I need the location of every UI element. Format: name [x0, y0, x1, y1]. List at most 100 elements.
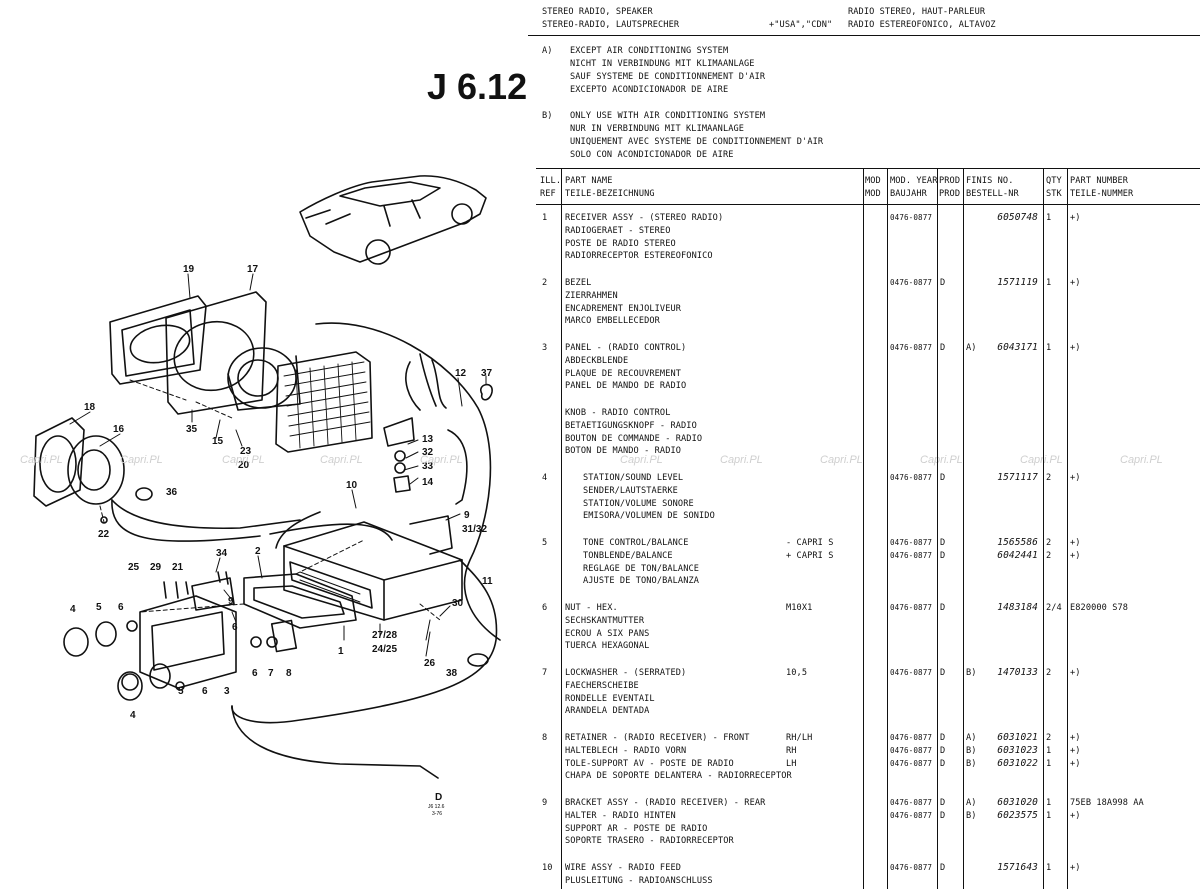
header-part-number: PART NUMBER	[1070, 176, 1129, 186]
table-top-rule	[536, 168, 1200, 169]
watermark: Capri.PL	[420, 454, 463, 466]
callout-label: 5	[96, 602, 102, 613]
watermark: Capri.PL	[320, 454, 363, 466]
part-name: STATION/SOUND LEVEL	[583, 473, 684, 483]
column-divider	[963, 168, 964, 889]
callout-label: 7	[268, 668, 274, 679]
callout-label: 24/25	[372, 644, 397, 655]
table-header-rule	[536, 204, 1200, 205]
callout-label: 38	[446, 668, 458, 679]
cell-qty: 1	[1046, 810, 1052, 821]
note-line: NUR IN VERBINDUNG MIT KLIMAANLAGE	[570, 124, 745, 134]
header-rule	[528, 35, 1200, 36]
note-key: B)	[542, 111, 553, 121]
cell-prod: D	[940, 733, 946, 743]
cell-qty: 1	[1046, 798, 1052, 808]
header-mod: MOD	[865, 176, 881, 186]
cell-qty: 1	[1046, 213, 1052, 223]
exploded-view-illustration: 19 17 12 37 18 16 35 15 23 20 13 32 33 1…	[20, 175, 501, 817]
cell-finis: 6042441	[997, 549, 1038, 561]
note-key: A)	[542, 46, 553, 56]
cell-year: 0476-0877	[890, 863, 933, 872]
note-line: EXCEPT AIR CONDITIONING SYSTEM	[570, 46, 729, 56]
cell-qty: 2	[1046, 538, 1052, 548]
cell-note: A)	[966, 798, 977, 808]
callout-label: 9	[464, 510, 470, 521]
cell-pn: +)	[1070, 538, 1081, 548]
part-name: BOTON DE MANDO - RADIO	[565, 446, 682, 457]
watermark: Capri.PL	[20, 454, 63, 466]
cell-prod: D	[940, 278, 946, 288]
cell-finis: 1483184	[997, 602, 1038, 613]
cell-finis: 1571643	[997, 862, 1038, 873]
cell-year: 0476-0877	[890, 733, 933, 742]
cell-pn: +)	[1070, 758, 1081, 769]
part-name: NUT - HEX.	[565, 603, 618, 613]
footnote-letter: D	[435, 792, 442, 803]
callout-label: 34	[216, 548, 228, 559]
header-market: +"USA","CDN"	[769, 20, 833, 30]
row-ref: 7	[542, 668, 548, 678]
cell-note: B)	[966, 758, 977, 769]
cell-note: B)	[966, 745, 977, 756]
cell-mod: + CAPRI S	[786, 550, 834, 561]
cell-year: 0476-0877	[890, 550, 933, 560]
callout-label: 17	[247, 264, 259, 275]
header-ref: REF	[540, 189, 556, 199]
callout-label: 18	[84, 402, 96, 413]
callout-label: 21	[172, 562, 184, 573]
header-title-en: STEREO RADIO, SPEAKER	[542, 7, 653, 17]
part-name: PANEL DE MANDO DE RADIO	[565, 381, 687, 392]
callout-label: 26	[424, 658, 436, 669]
cell-prod: D	[940, 745, 946, 756]
callout-label: 2	[255, 546, 261, 557]
part-name: PANEL - (RADIO CONTROL)	[565, 343, 687, 353]
column-divider	[1067, 168, 1068, 889]
part-name: HALTEBLECH - RADIO VORN	[565, 745, 687, 756]
part-name: MARCO EMBELLECEDOR	[565, 316, 660, 327]
row-ref: 4	[542, 473, 548, 483]
footnote-date: 3-76	[432, 811, 442, 817]
cell-qty: 2	[1046, 550, 1052, 561]
part-name: SECHSKANTMUTTER	[565, 615, 645, 626]
callout-label: 27/28	[372, 630, 397, 641]
cell-year: 0476-0877	[890, 538, 933, 547]
part-name: FAECHERSCHEIBE	[565, 680, 639, 691]
row-ref: 9	[542, 798, 548, 808]
cell-qty: 2/4	[1046, 603, 1062, 613]
header-title-fr: RADIO STEREO, HAUT-PARLEUR	[848, 7, 986, 17]
cell-year: 0476-0877	[890, 758, 933, 768]
callout-label: 4	[70, 604, 76, 615]
part-name: TONE CONTROL/BALANCE	[583, 538, 689, 548]
cell-year: 0476-0877	[890, 343, 933, 352]
cell-pn: +)	[1070, 745, 1081, 756]
cell-finis: 1470133	[997, 667, 1038, 678]
header-finis: BESTELL-NR	[966, 189, 1019, 199]
cell-finis: 1571119	[997, 277, 1038, 288]
watermark: Capri.PL	[222, 454, 265, 466]
callout-label: 8	[286, 668, 292, 679]
cell-prod: D	[940, 668, 946, 678]
cell-pn: +)	[1070, 550, 1081, 561]
part-name: CHAPA DE SOPORTE DELANTERA - RADIORRECEP…	[565, 771, 792, 782]
part-name: POSTE DE RADIO STEREO	[565, 238, 676, 249]
cell-qty: 1	[1046, 758, 1052, 769]
part-name: HALTER - RADIO HINTEN	[565, 810, 676, 821]
cell-note: B)	[966, 668, 977, 678]
part-name: SENDER/LAUTSTAERKE	[583, 485, 678, 496]
cell-year: 0476-0877	[890, 668, 933, 677]
callout-label: 29	[150, 562, 162, 573]
row-ref: 10	[542, 863, 553, 873]
cell-prod: D	[940, 810, 946, 821]
callout-label: 37	[481, 368, 493, 379]
cell-finis: 6031022	[997, 757, 1038, 769]
part-name: LOCKWASHER - (SERRATED)	[565, 668, 687, 678]
note-line: NICHT IN VERBINDUNG MIT KLIMAANLAGE	[570, 59, 755, 69]
column-divider	[561, 168, 562, 889]
cell-mod: M10X1	[786, 603, 813, 613]
callout-label: 9	[228, 596, 234, 607]
cell-finis: 6043171	[997, 342, 1038, 353]
part-name: PLUSLEITUNG - RADIOANSCHLUSS	[565, 875, 713, 886]
part-name: PLAQUE DE RECOUVREMENT	[565, 368, 682, 379]
part-name: BETAETIGUNGSKNOPF - RADIO	[565, 420, 697, 431]
